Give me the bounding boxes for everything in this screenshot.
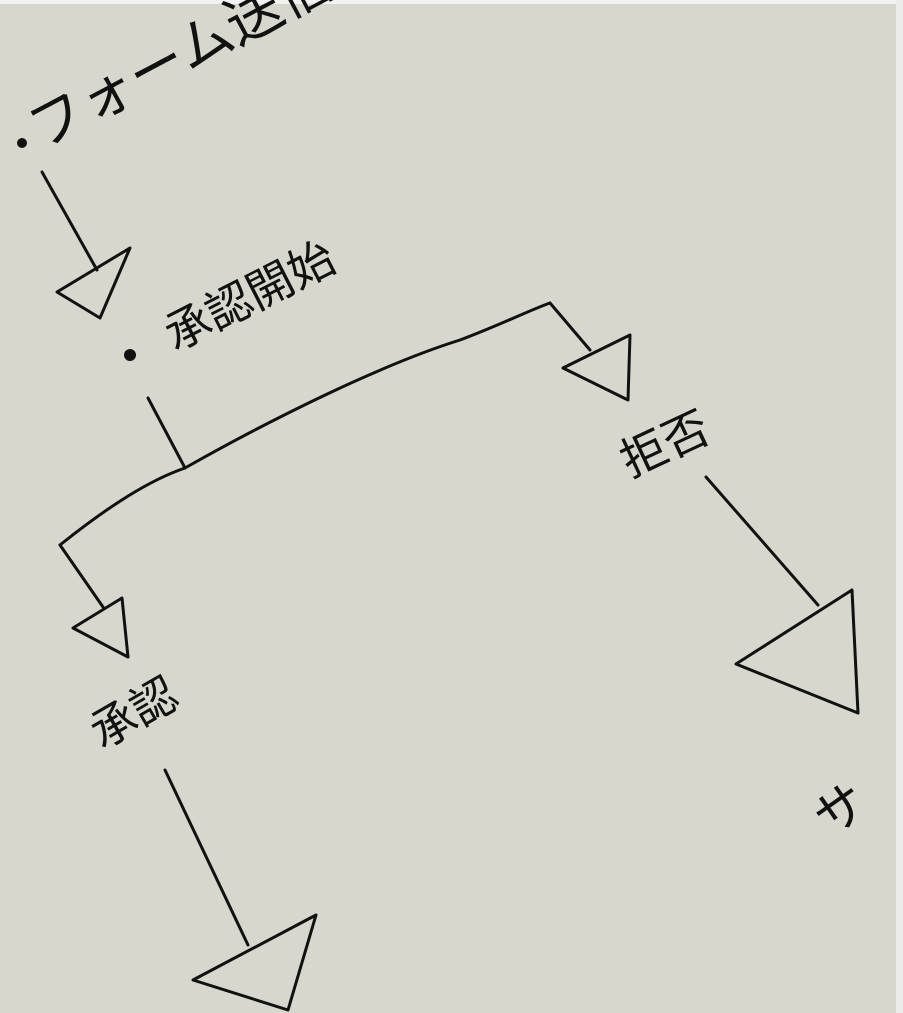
- start-dot: [124, 349, 136, 361]
- edge-branch-to-approve: [58, 543, 105, 609]
- node-label-form-submit: フォーム送信: [18, 0, 344, 162]
- page-edge: [896, 0, 903, 1013]
- node-label-approval-start: 承認開始: [155, 230, 343, 362]
- approve-triangle: [71, 596, 130, 659]
- edge-branch-to-reject: [548, 301, 592, 352]
- node-label-reject: 拒否: [612, 400, 718, 488]
- edge-start-to-branch: [146, 396, 187, 470]
- paper-background: [0, 4, 896, 1013]
- start-dot: [17, 138, 27, 148]
- node-label-cut-off: サ: [804, 772, 878, 848]
- edge-form-to-start: [40, 170, 99, 272]
- branch-line: [58, 301, 552, 547]
- next-triangle-right: [734, 588, 860, 715]
- next-triangle-bottom: [191, 913, 318, 1012]
- reject-triangle: [561, 333, 632, 402]
- edge-approve-to-next: [163, 768, 250, 947]
- edge-reject-to-next: [704, 475, 820, 607]
- node-label-approve: 承認: [81, 667, 188, 760]
- gateway-triangle: [55, 246, 132, 320]
